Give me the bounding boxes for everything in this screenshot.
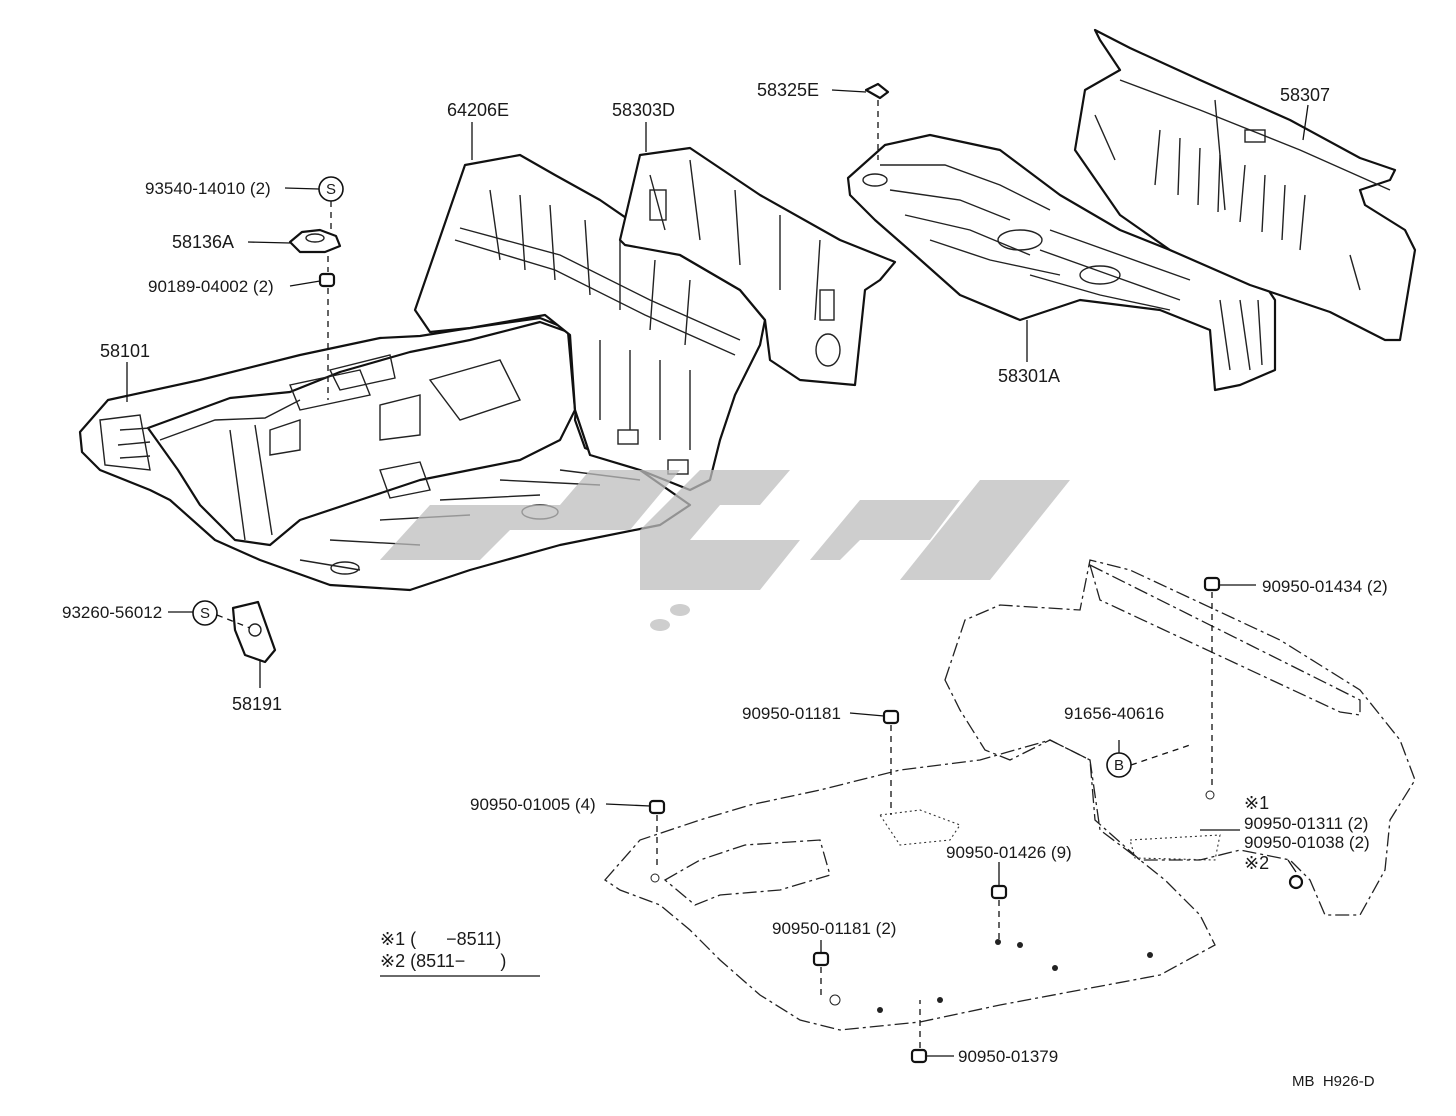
watermark-logo — [380, 470, 1070, 631]
symbol-b-circle: B — [1106, 752, 1132, 778]
label-58191: 58191 — [232, 694, 282, 714]
label-58307: 58307 — [1280, 85, 1330, 105]
label-58303D: 58303D — [612, 100, 675, 120]
label-58301A: 58301A — [998, 366, 1060, 386]
svg-text:S: S — [326, 181, 336, 198]
label-90950-01038: 90950-01038 (2) — [1244, 833, 1370, 852]
label-90950-01434: 90950-01434 (2) — [1262, 577, 1388, 596]
part-58191 — [231, 600, 277, 664]
label-93540-14010: 93540-14010 (2) — [145, 179, 271, 198]
label-90950-01311: 90950-01311 (2) — [1244, 814, 1368, 833]
note-line-1: ※1 ( −8511) — [380, 929, 501, 949]
svg-text:B: B — [1114, 757, 1124, 774]
rear-floor-pan-58301A — [846, 133, 1277, 392]
label-90950-01005: 90950-01005 (4) — [470, 795, 596, 814]
label-90950-01181: 90950-01181 — [742, 704, 841, 723]
label-91656-40616: 91656-40616 — [1064, 704, 1164, 723]
label-93260-56012: 93260-56012 — [62, 603, 162, 622]
label-90950-01181-2: 90950-01181 (2) — [772, 919, 896, 938]
part-58325E — [864, 82, 890, 100]
part-58136A — [288, 228, 342, 254]
package-tray-panel-64206E — [413, 153, 767, 492]
label-90950-01379: 90950-01379 — [958, 1047, 1058, 1066]
symbol-s-circle: S — [192, 600, 218, 626]
label-64206E: 64206E — [447, 100, 509, 120]
symbol-s-circle: S — [318, 176, 344, 202]
marker-1: ※1 — [1244, 793, 1269, 813]
grommet-90189 — [318, 272, 336, 288]
note-line-2: ※2 (8511− ) — [380, 951, 506, 971]
label-58136A: 58136A — [172, 232, 234, 252]
label-90189-04002: 90189-04002 (2) — [148, 277, 274, 296]
grommet-plug — [648, 576, 1304, 1064]
label-90950-01426: 90950-01426 (9) — [946, 843, 1072, 862]
phantom-floor-assembly — [604, 559, 1416, 1031]
marker-2: ※2 — [1244, 853, 1269, 873]
svg-text:S: S — [200, 605, 210, 622]
label-58101: 58101 — [100, 341, 150, 361]
label-58325E: 58325E — [757, 80, 819, 100]
rear-cross-panel-58307 — [1073, 28, 1417, 342]
rear-panel-58303D — [618, 146, 897, 387]
diagram-code: MB H926-D — [1292, 1073, 1375, 1090]
